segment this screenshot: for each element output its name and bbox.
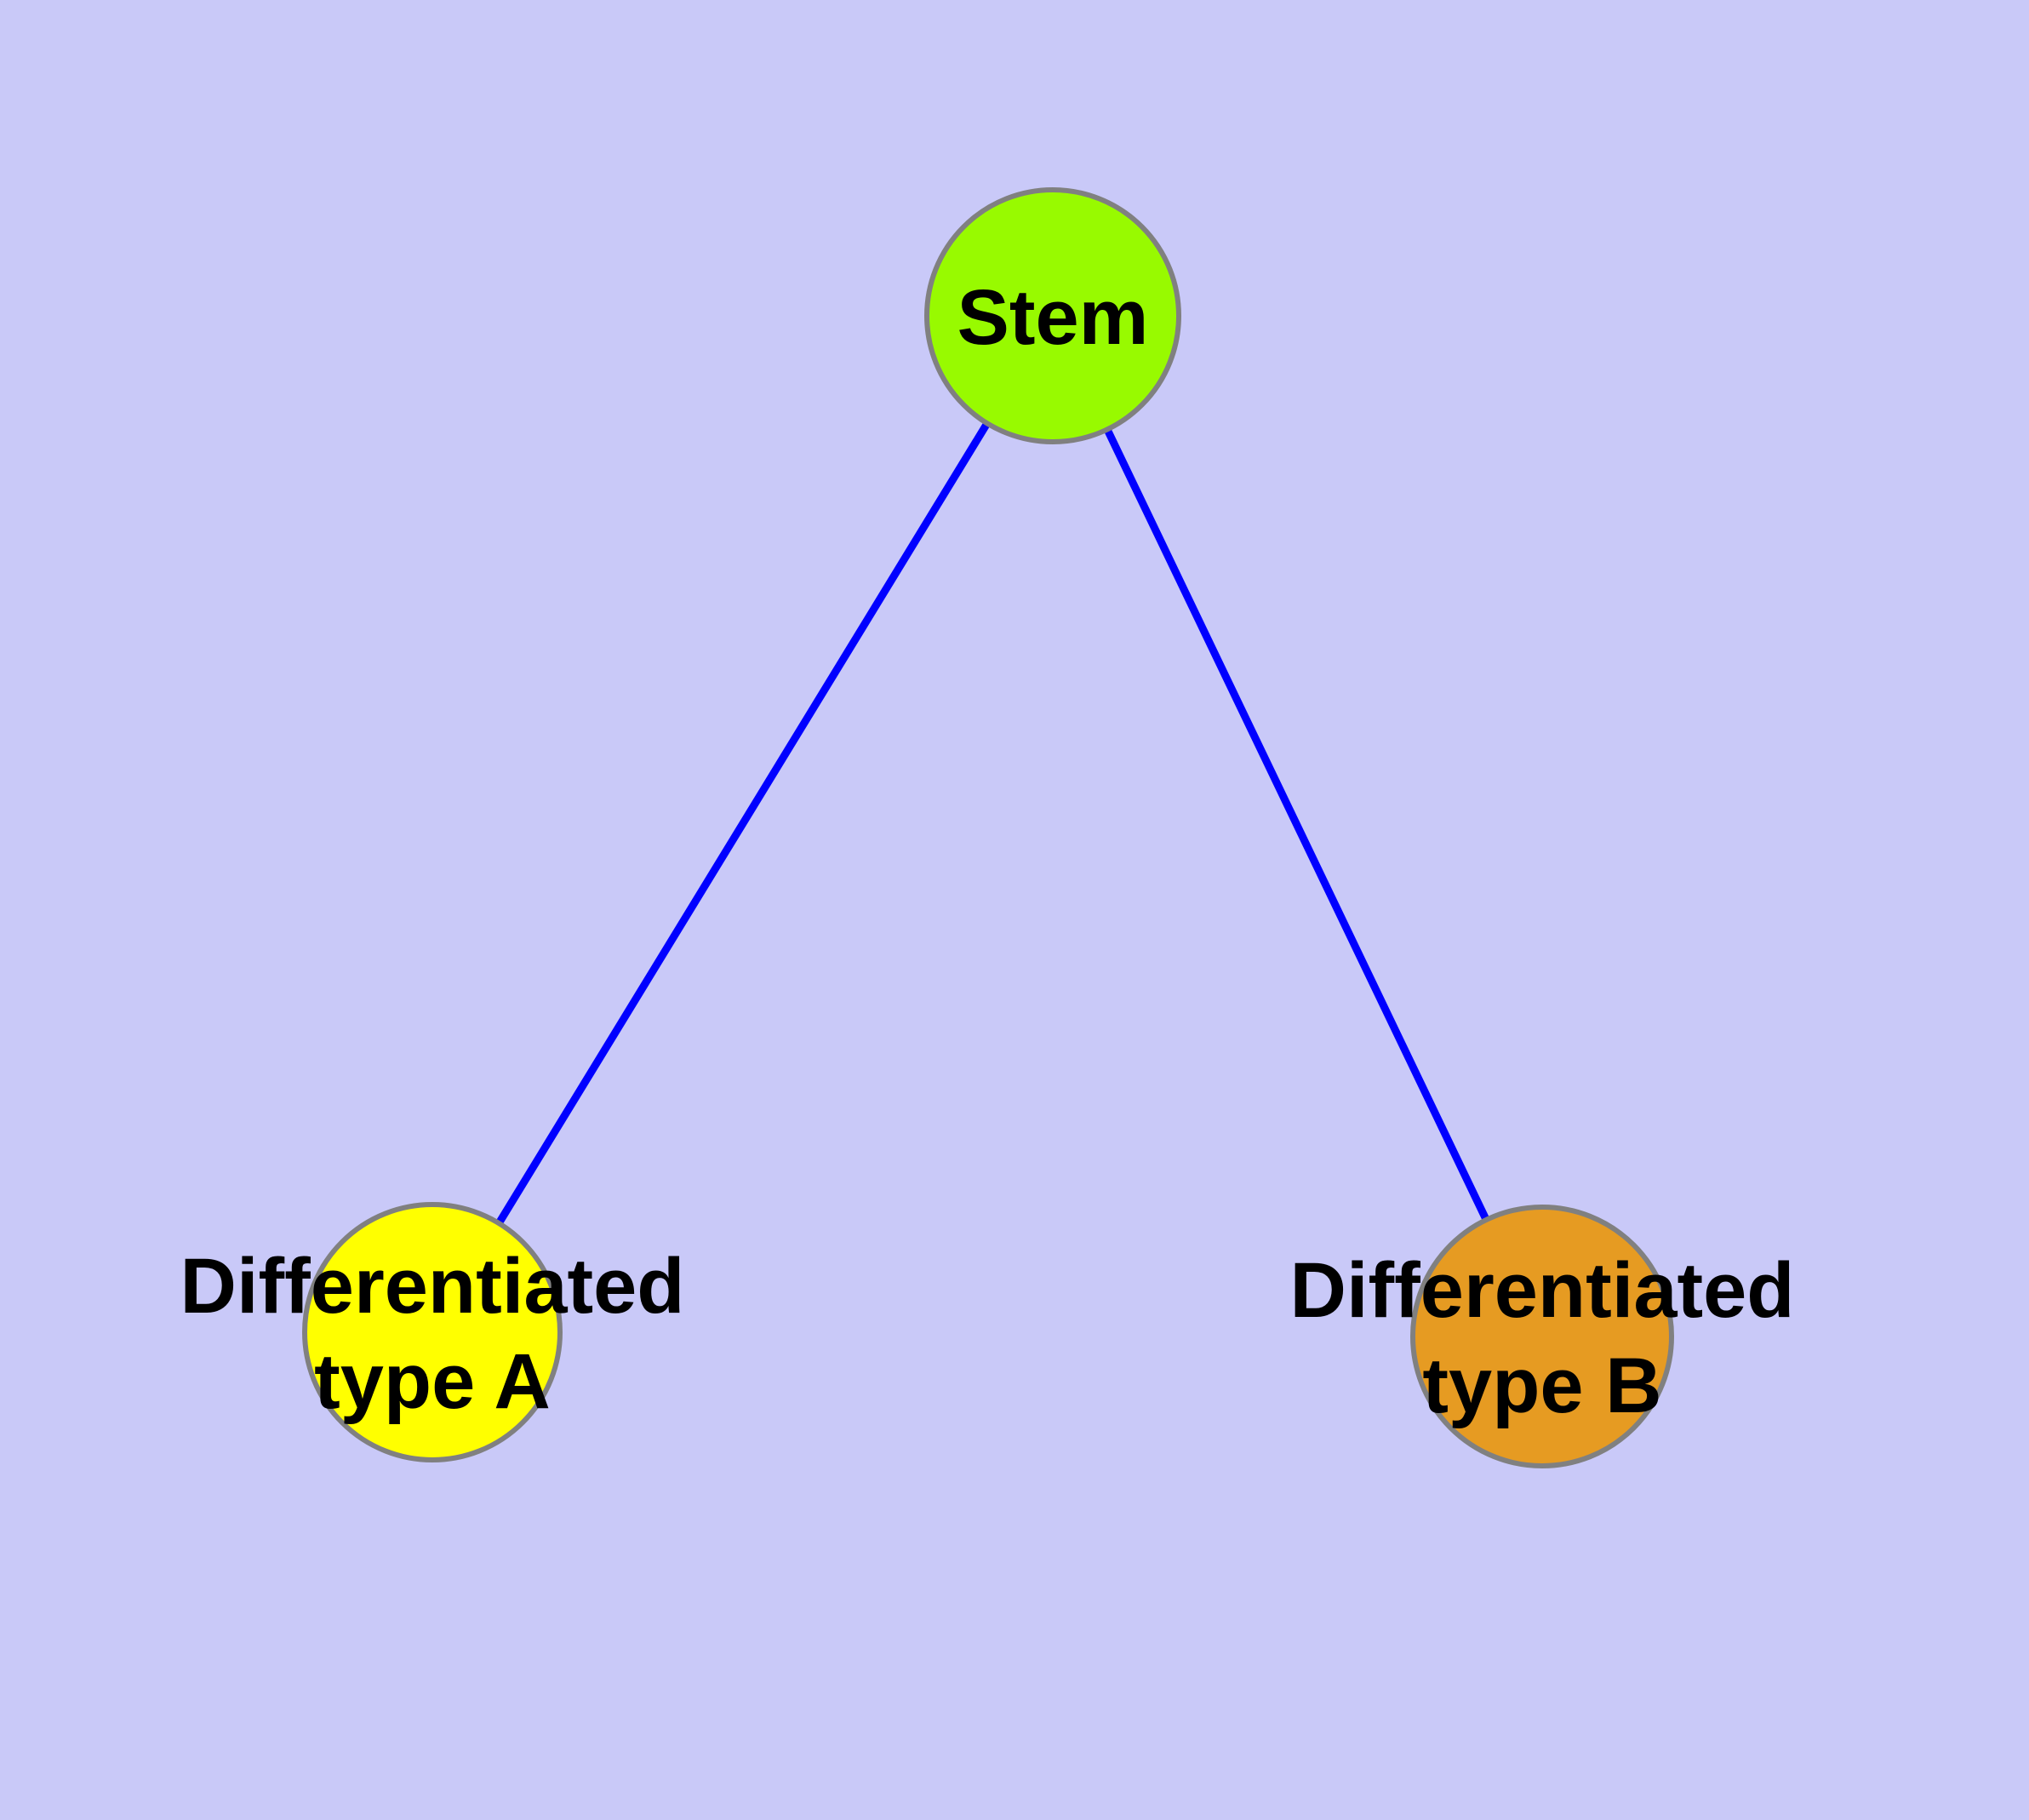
edge-stem-to-differentiated-type-a: [429, 313, 1056, 1335]
node-stem-circle: [924, 187, 1181, 444]
node-stem: Stem: [924, 187, 1181, 444]
node-differentiated-type-a-label-line-2: type A: [314, 1338, 551, 1425]
node-differentiated-type-a-circle: [302, 1202, 563, 1462]
node-differentiated-type-a-label-line-1: Differentiated: [180, 1243, 685, 1330]
node-differentiated-type-b-circle: [1410, 1205, 1674, 1468]
node-stem-label-line-1: Stem: [957, 274, 1149, 361]
node-differentiated-type-b-label-line-2: type B: [1422, 1342, 1661, 1429]
edge-stem-to-differentiated-type-b: [1049, 314, 1546, 1338]
node-stem-label: Stem: [957, 274, 1149, 361]
edges-layer: [429, 313, 1546, 1338]
node-differentiated-type-b-label-line-1: Differentiated: [1290, 1247, 1795, 1334]
